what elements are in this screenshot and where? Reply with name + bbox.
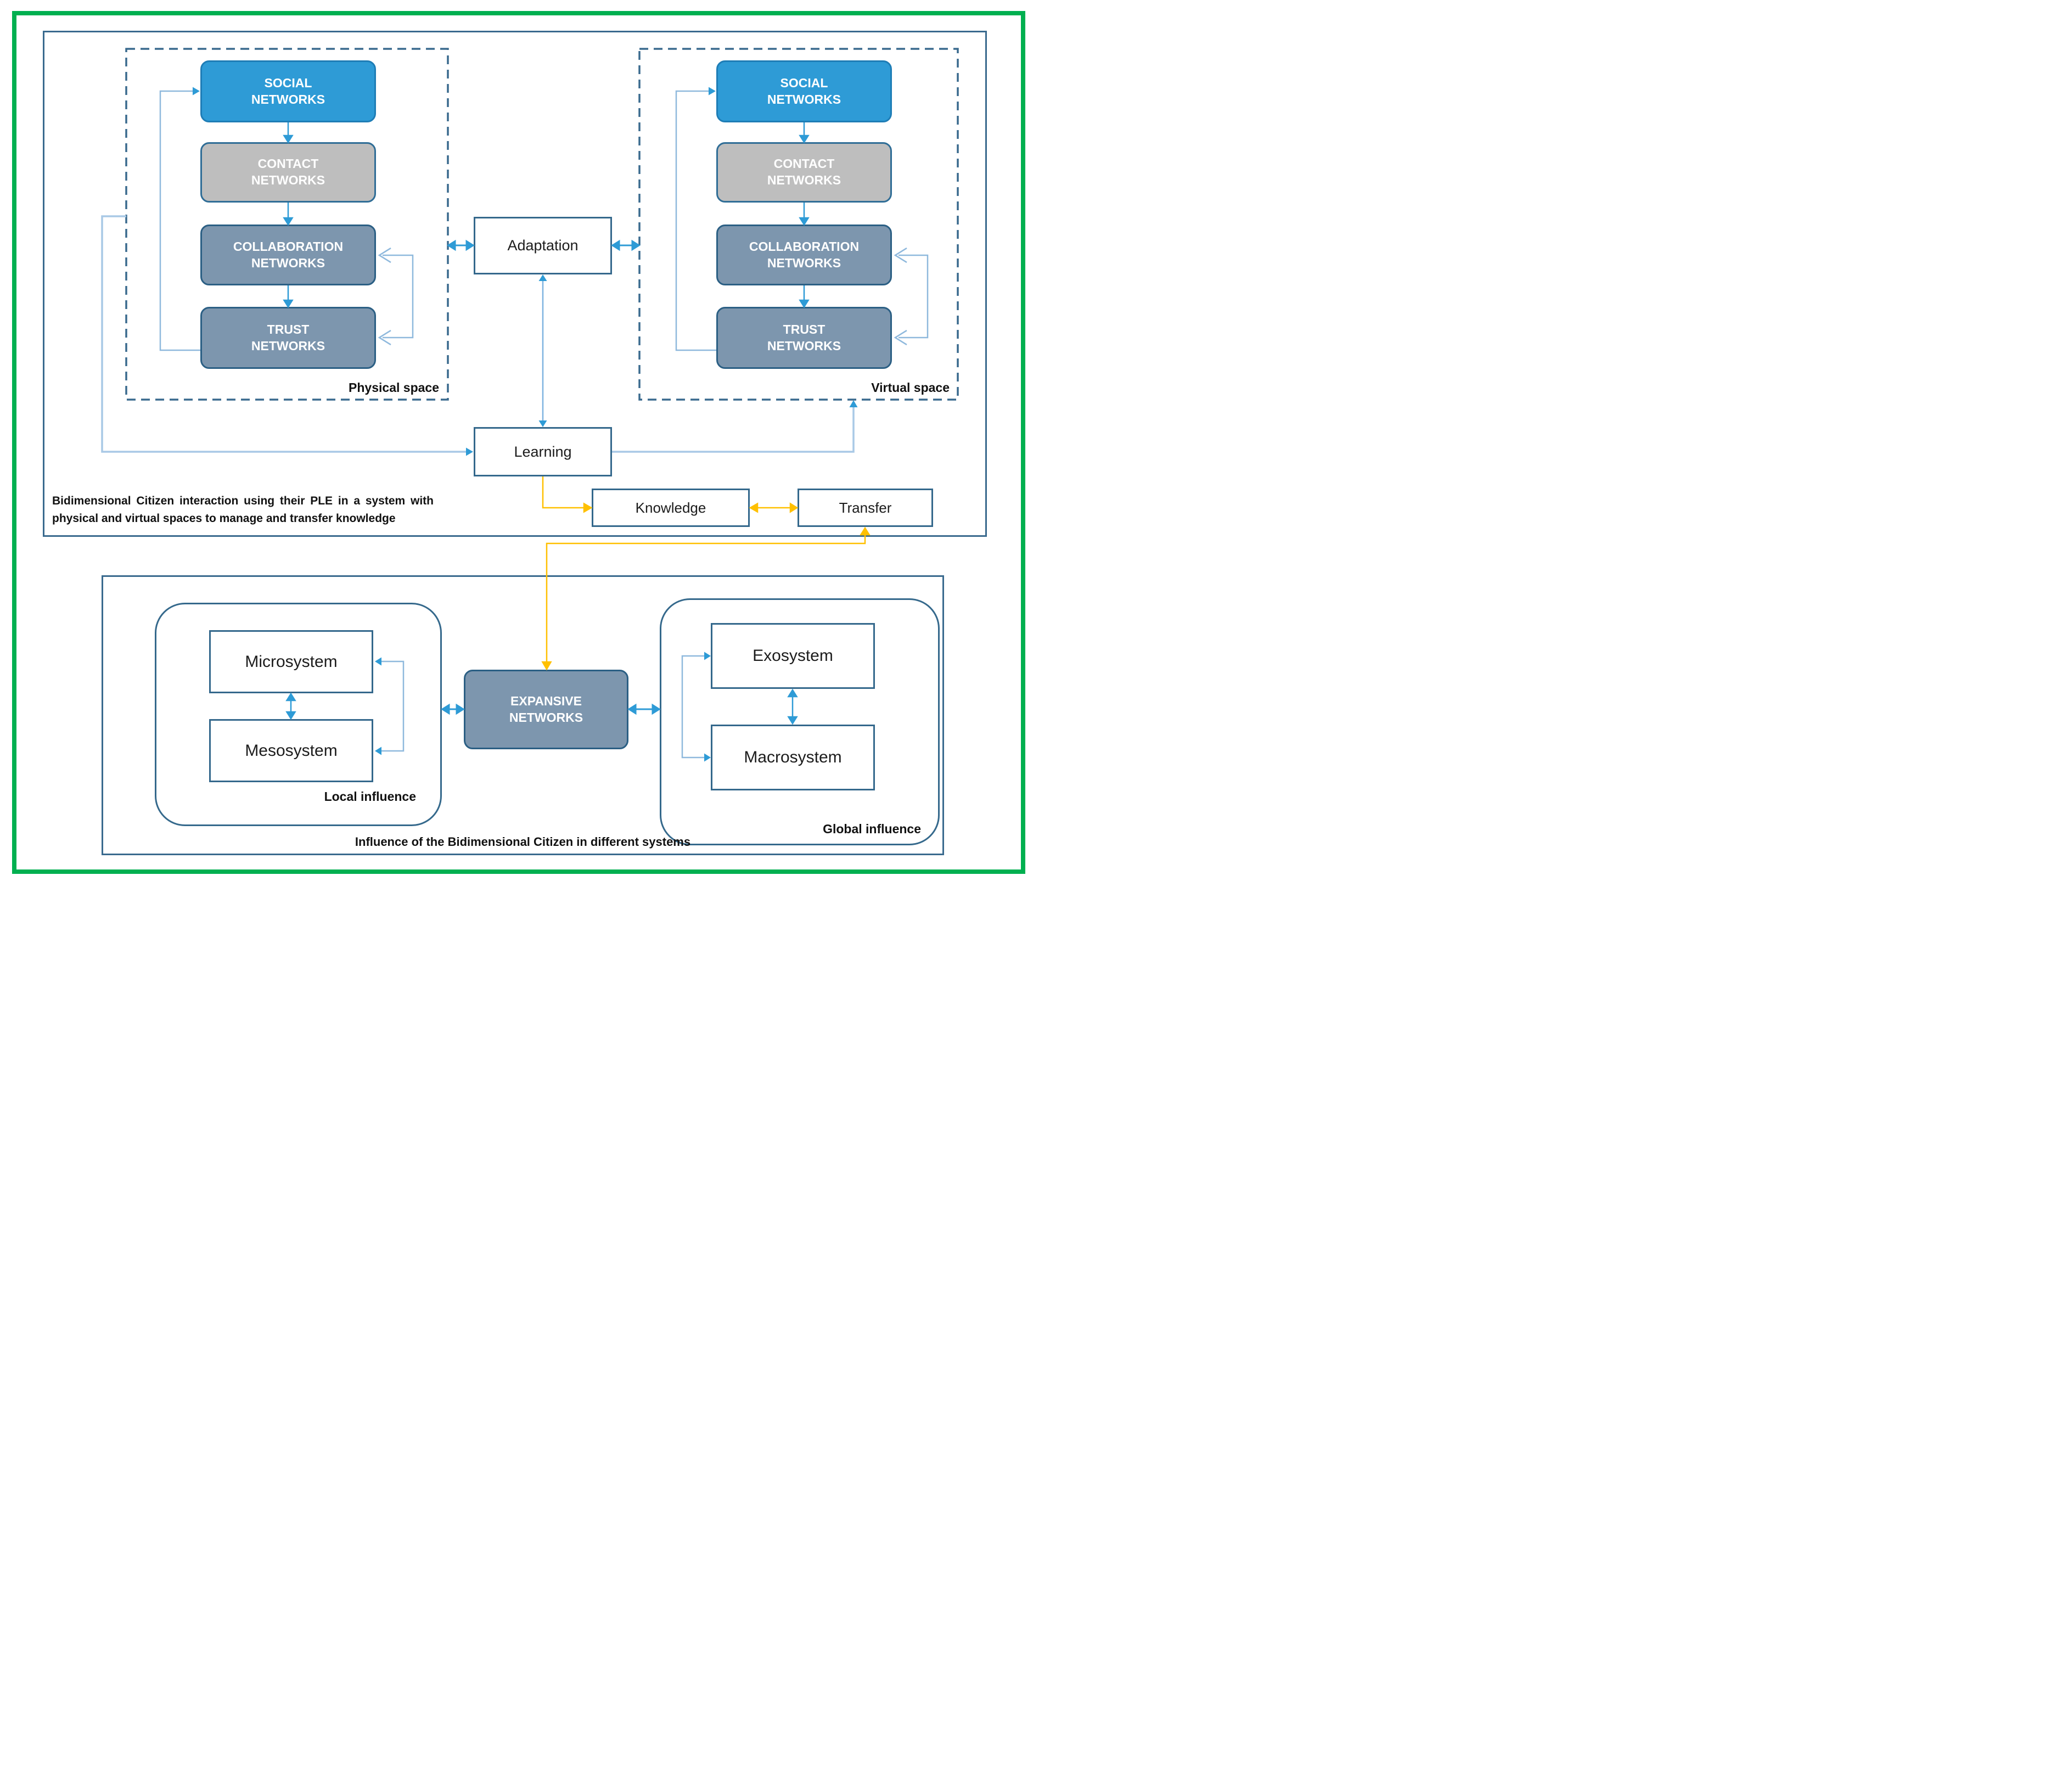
box-label-line: NETWORKS — [767, 255, 841, 270]
local-influence-label: Local influence — [324, 789, 416, 804]
box-label-line: COLLABORATION — [233, 239, 344, 254]
box-label-line: COLLABORATION — [749, 239, 860, 254]
transfer-box: Transfer — [798, 489, 933, 527]
box-label-line: SOCIAL — [264, 75, 312, 90]
exosystem-box: Exosystem — [711, 623, 875, 689]
green-frame — [12, 11, 1025, 874]
box-label-line: NETWORKS — [251, 255, 325, 270]
knowledge-box: Knowledge — [592, 489, 750, 527]
adaptation-box: Adaptation — [474, 217, 612, 274]
bottom-section-caption: Influence of the Bidimensional Citizen i… — [355, 835, 691, 849]
box-label-line: CONTACT — [257, 156, 319, 171]
collaboration-networks-box-virtual: COLLABORATION NETWORKS — [716, 225, 892, 285]
diagram-canvas: SOCIAL NETWORKS CONTACT NETWORKS COLLABO… — [0, 0, 1036, 887]
collaboration-networks-box-physical: COLLABORATION NETWORKS — [200, 225, 376, 285]
top-section-caption: Bidimensional Citizen interaction using … — [52, 495, 434, 525]
box-label-line: NETWORKS — [251, 92, 325, 106]
trust-networks-box-virtual: TRUST NETWORKS — [716, 307, 892, 369]
box-label-line: TRUST — [267, 322, 310, 336]
box-label-line: EXPANSIVE — [510, 693, 582, 708]
box-label-line: NETWORKS — [767, 173, 841, 187]
macrosystem-box: Macrosystem — [711, 725, 875, 790]
box-label-line: NETWORKS — [509, 710, 583, 725]
mesosystem-box: Mesosystem — [209, 719, 373, 782]
physical-space-label: Physical space — [349, 380, 439, 395]
expansive-networks-box: EXPANSIVE NETWORKS — [464, 670, 628, 749]
box-label-line: NETWORKS — [767, 92, 841, 106]
contact-networks-box-virtual: CONTACT NETWORKS — [716, 142, 892, 203]
box-label-line: NETWORKS — [251, 338, 325, 353]
trust-networks-box-physical: TRUST NETWORKS — [200, 307, 376, 369]
box-label-line: TRUST — [783, 322, 826, 336]
top-section-frame — [43, 31, 987, 537]
box-label-line: SOCIAL — [780, 75, 828, 90]
contact-networks-box-physical: CONTACT NETWORKS — [200, 142, 376, 203]
box-label-line: NETWORKS — [251, 173, 325, 187]
social-networks-box-virtual: SOCIAL NETWORKS — [716, 60, 892, 122]
box-label-line: NETWORKS — [767, 338, 841, 353]
box-label-line: CONTACT — [773, 156, 835, 171]
social-networks-box-physical: SOCIAL NETWORKS — [200, 60, 376, 122]
global-influence-label: Global influence — [823, 822, 921, 836]
virtual-space-label: Virtual space — [871, 380, 950, 395]
microsystem-box: Microsystem — [209, 630, 373, 693]
bottom-section-frame — [102, 575, 944, 855]
learning-box: Learning — [474, 427, 612, 476]
